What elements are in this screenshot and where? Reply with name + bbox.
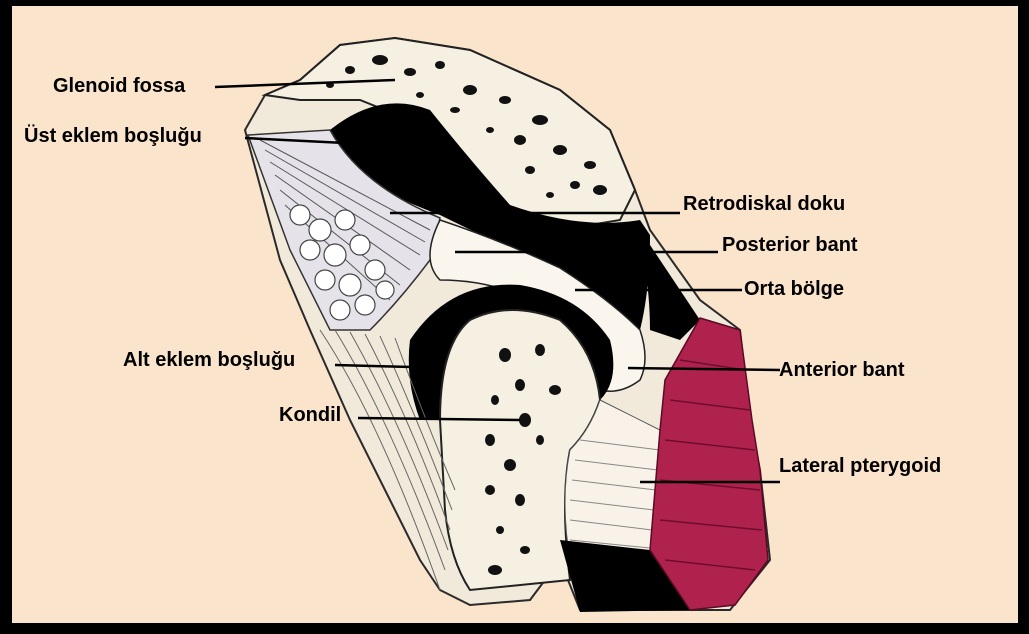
label-orta-bolge: Orta bölge — [744, 278, 844, 300]
label-kondil: Kondil — [279, 404, 341, 426]
label-anterior-bant: Anterior bant — [779, 359, 905, 381]
label-glenoid-fossa: Glenoid fossa — [53, 75, 185, 97]
label-alt-eklem-boslugu: Alt eklem boşluğu — [123, 349, 295, 371]
label-lateral-pterygoid: Lateral pterygoid — [779, 455, 941, 477]
label-ust-eklem-boslugu: Üst eklem boşluğu — [24, 125, 202, 147]
label-retrodiskal-doku: Retrodiskal doku — [683, 193, 845, 215]
label-posterior-bant: Posterior bant — [722, 234, 858, 256]
